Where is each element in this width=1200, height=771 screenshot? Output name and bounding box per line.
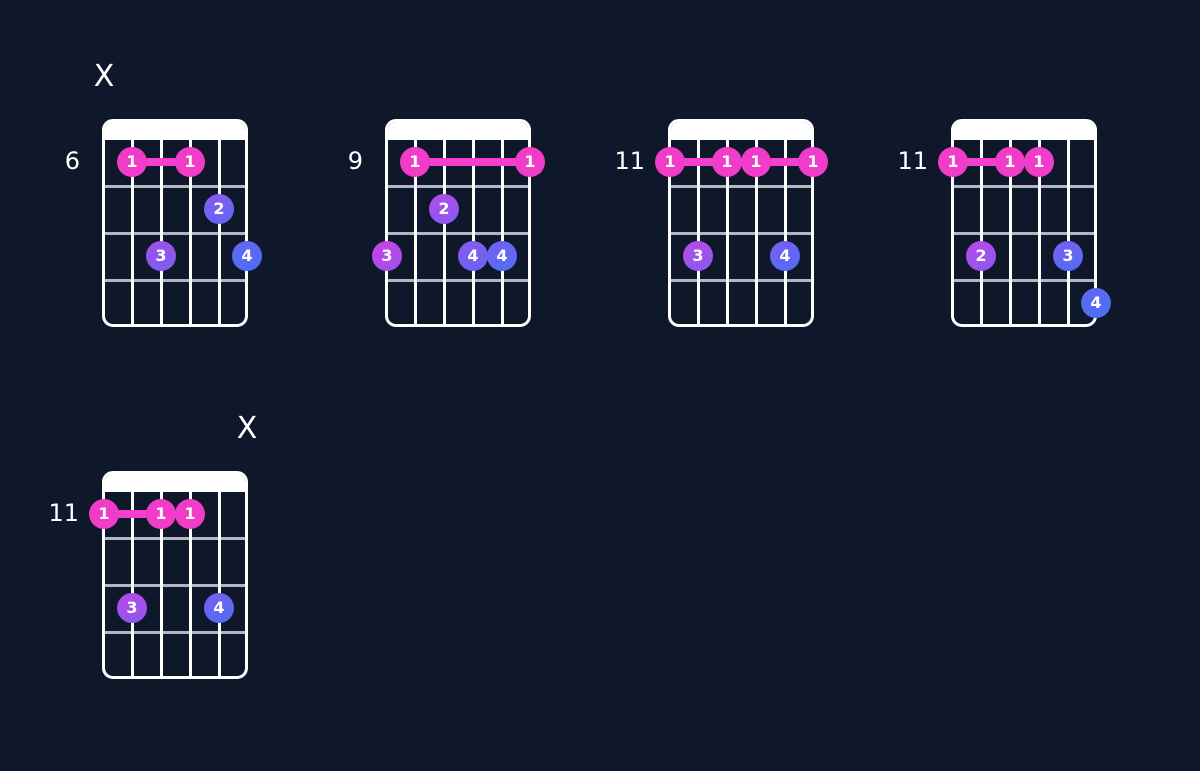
finger-dot: 1 — [175, 499, 205, 529]
fret-line — [671, 232, 811, 235]
fret-line — [671, 185, 811, 188]
finger-dot: 4 — [204, 593, 234, 623]
fret-line — [954, 232, 1094, 235]
string-line — [160, 139, 163, 324]
fret-line — [105, 185, 245, 188]
nut — [671, 122, 811, 140]
finger-dot: 3 — [1053, 241, 1083, 271]
fret-line — [105, 232, 245, 235]
finger-dot: 3 — [146, 241, 176, 271]
start-fret-label: 6 — [64, 147, 80, 175]
finger-dot: 2 — [204, 194, 234, 224]
finger-dot: 4 — [458, 241, 488, 271]
fretboard-frame — [951, 119, 1097, 327]
finger-dot: 2 — [429, 194, 459, 224]
barre-bar — [415, 158, 530, 166]
barre-bar — [132, 158, 190, 166]
string-line — [160, 491, 163, 676]
finger-dot: 1 — [89, 499, 119, 529]
finger-dot: 3 — [117, 593, 147, 623]
string-line — [1038, 139, 1041, 324]
finger-dot: 2 — [966, 241, 996, 271]
finger-dot: 4 — [770, 241, 800, 271]
string-line — [131, 491, 134, 676]
fret-line — [105, 537, 245, 540]
start-fret-label: 11 — [48, 499, 79, 527]
fret-line — [105, 584, 245, 587]
fret-line — [671, 279, 811, 282]
string-line — [218, 139, 221, 324]
nut — [388, 122, 528, 140]
string-line — [443, 139, 446, 324]
fretboard-frame — [385, 119, 531, 327]
muted-string-x-icon: X — [236, 411, 258, 446]
finger-dot: 1 — [400, 147, 430, 177]
finger-dot: 4 — [487, 241, 517, 271]
string-line — [189, 491, 192, 676]
finger-dot: 1 — [938, 147, 968, 177]
fretboard-frame — [102, 119, 248, 327]
fret-line — [954, 185, 1094, 188]
finger-dot: 1 — [1024, 147, 1054, 177]
fret-line — [388, 185, 528, 188]
string-line — [1009, 139, 1012, 324]
fret-line — [954, 279, 1094, 282]
string-line — [755, 139, 758, 324]
finger-dot: 4 — [1081, 288, 1111, 318]
fretboard-frame — [668, 119, 814, 327]
fret-line — [388, 279, 528, 282]
nut — [105, 122, 245, 140]
fret-line — [388, 232, 528, 235]
finger-dot: 1 — [995, 147, 1025, 177]
fret-line — [105, 279, 245, 282]
string-line — [501, 139, 504, 324]
finger-dot: 3 — [372, 241, 402, 271]
string-line — [218, 491, 221, 676]
finger-dot: 1 — [146, 499, 176, 529]
finger-dot: 1 — [515, 147, 545, 177]
finger-dot: 1 — [175, 147, 205, 177]
finger-dot: 1 — [712, 147, 742, 177]
finger-dot: 1 — [655, 147, 685, 177]
string-line — [726, 139, 729, 324]
fretboard-frame — [102, 471, 248, 679]
start-fret-label: 11 — [897, 147, 928, 175]
string-line — [697, 139, 700, 324]
string-line — [784, 139, 787, 324]
finger-dot: 3 — [683, 241, 713, 271]
string-line — [414, 139, 417, 324]
string-line — [980, 139, 983, 324]
string-line — [189, 139, 192, 324]
start-fret-label: 9 — [347, 147, 363, 175]
nut — [105, 474, 245, 492]
string-line — [472, 139, 475, 324]
finger-dot: 1 — [117, 147, 147, 177]
finger-dot: 4 — [232, 241, 262, 271]
nut — [954, 122, 1094, 140]
muted-string-x-icon: X — [93, 59, 115, 94]
string-line — [1067, 139, 1070, 324]
finger-dot: 1 — [741, 147, 771, 177]
start-fret-label: 11 — [614, 147, 645, 175]
finger-dot: 1 — [798, 147, 828, 177]
fret-line — [105, 631, 245, 634]
string-line — [131, 139, 134, 324]
